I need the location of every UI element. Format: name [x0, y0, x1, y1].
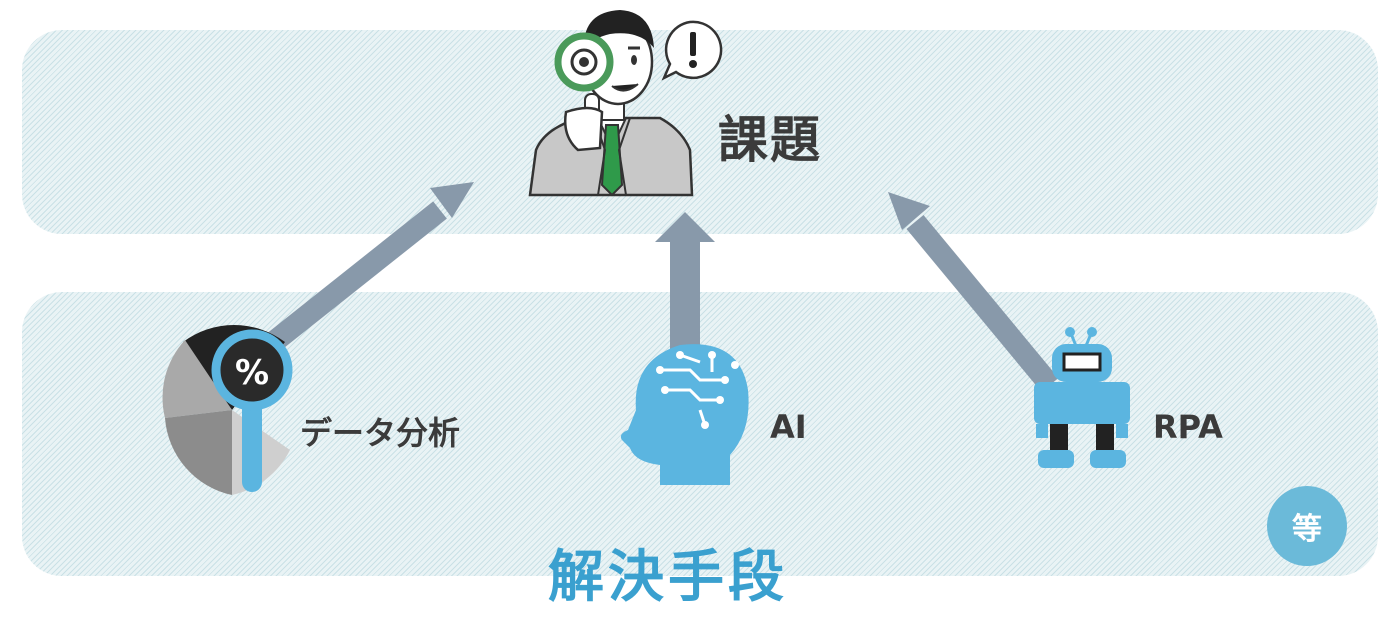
- svg-text:%: %: [235, 353, 269, 393]
- data-analysis-icon: %: [162, 325, 293, 495]
- solution-label-ai: AI: [770, 408, 807, 446]
- issue-title: 課題: [718, 111, 822, 169]
- arrow-ai-to-issue: [655, 212, 715, 350]
- solution-label-rpa: RPA: [1153, 408, 1223, 446]
- exclamation-bubble-icon: [661, 20, 723, 81]
- solution-title: 解決手段: [548, 545, 788, 610]
- solution-label-data-analysis: データ分析: [300, 414, 461, 452]
- arrow-rpa-to-issue: [888, 192, 1059, 393]
- businessman-icon: [528, 10, 694, 197]
- arrow-data-to-issue: [263, 182, 474, 354]
- ai-brain-icon: [620, 344, 749, 485]
- robot-icon: [1034, 327, 1130, 468]
- etc-badge: 等: [1267, 486, 1347, 566]
